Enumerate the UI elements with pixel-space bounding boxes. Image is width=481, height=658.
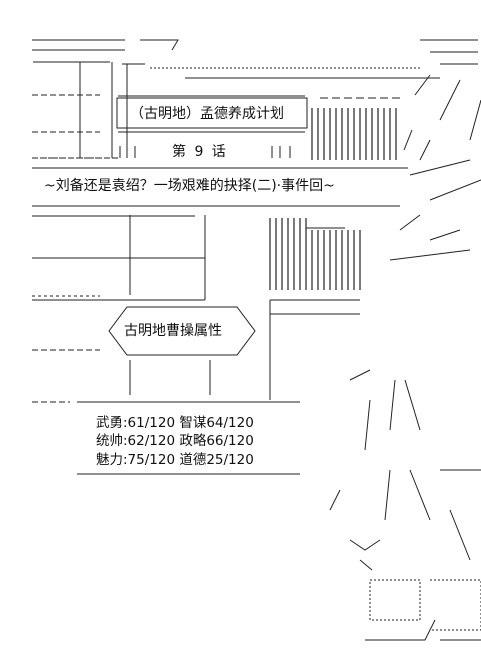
character-card-title: 古明地曹操属性 [124,323,222,339]
stat-row-command-politics: 统帅:62/120 政略66/120 [96,433,254,449]
episode-subtitle: ~刘备还是袁绍？一场艰难的抉择(二)·事件回~ [44,178,335,194]
stat-row-martial-intellect: 武勇:61/120 智谋64/120 [96,415,254,431]
stat-row-charm-morality: 魅力:75/120 道德25/120 [96,452,254,468]
story-title: （古明地）孟德养成计划 [130,106,284,122]
chapter-label: 第 9 话 [172,144,228,160]
